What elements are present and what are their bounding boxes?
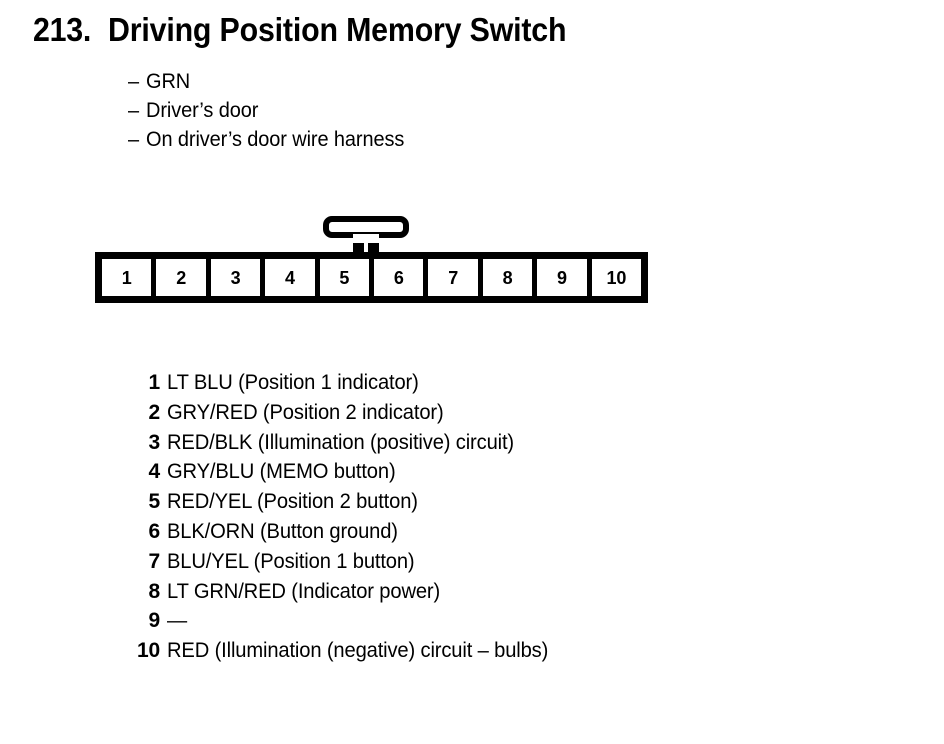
connector-pin-6: 6 <box>374 259 424 296</box>
pinout-row-number: 2 <box>148 400 161 424</box>
connector-pin-10: 10 <box>591 259 642 296</box>
pinout-row: 10 RED (Illumination (negative) circuit … <box>110 639 564 669</box>
pinout-row: 1 LT BLU (Position 1 indicator) <box>110 371 564 401</box>
latch-tab-leg-left <box>353 234 364 254</box>
list-item-label: Driver’s door <box>146 99 259 122</box>
pinout-row-number: 8 <box>148 579 161 603</box>
connector-pin-4: 4 <box>265 259 315 296</box>
pinout-row-number: 10 <box>137 639 160 663</box>
pinout-row-number: 1 <box>148 371 161 394</box>
connector-pin-9: 9 <box>537 259 587 296</box>
pinout-row-number: 6 <box>148 519 161 543</box>
pinout-row-description: LT GRN/RED (Indicator power) <box>167 579 441 603</box>
pinout-row-number: 9 <box>148 609 161 633</box>
pinout-row-number: 3 <box>148 430 161 454</box>
pinout-row-description: RED (Illumination (negative) circuit – b… <box>167 639 549 663</box>
pinout-row-description: RED/BLK (Illumination (positive) circuit… <box>167 430 514 454</box>
connector-latch-tab-icon <box>323 216 409 254</box>
list-item: –GRN <box>128 67 404 96</box>
pinout-legend: 1 LT BLU (Position 1 indicator) 2 GRY/RE… <box>110 371 564 669</box>
pinout-row: 5 RED/YEL (Position 2 button) <box>110 490 564 520</box>
pinout-row-number: 5 <box>148 490 161 514</box>
pinout-row-number: 7 <box>148 549 161 573</box>
connector-pin-7: 7 <box>428 259 478 296</box>
pinout-row: 3 RED/BLK (Illumination (positive) circu… <box>110 431 564 461</box>
list-item: –On driver’s door wire harness <box>128 125 404 154</box>
pinout-row-description: GRY/RED (Position 2 indicator) <box>167 400 444 424</box>
latch-tab-leg-right <box>368 234 379 254</box>
connector-pin-1: 1 <box>102 259 152 296</box>
pinout-row: 8 LT GRN/RED (Indicator power) <box>110 580 564 610</box>
pinout-row-description: RED/YEL (Position 2 button) <box>167 490 418 514</box>
pinout-row-number: 4 <box>148 460 161 484</box>
pinout-row-description: — <box>167 609 188 633</box>
list-item: –Driver’s door <box>128 96 404 125</box>
pinout-row: 6 BLK/ORN (Button ground) <box>110 520 564 550</box>
list-item-label: GRN <box>146 70 191 93</box>
page-title: 213. Driving Position Memory Switch <box>33 13 606 46</box>
pinout-row: 4 GRY/BLU (MEMO button) <box>110 460 564 490</box>
connector-pin-5: 5 <box>319 259 370 296</box>
pinout-row-description: BLU/YEL (Position 1 button) <box>167 549 415 573</box>
list-item-label: On driver’s door wire harness <box>146 128 405 151</box>
connector-pin-2: 2 <box>156 259 206 296</box>
entry-number: 213. <box>33 11 91 48</box>
dash-icon: – <box>128 99 140 122</box>
latch-tab-neck-gap <box>353 234 379 243</box>
entry-title: Driving Position Memory Switch <box>108 11 567 48</box>
descriptor-list: –GRN –Driver’s door –On driver’s door wi… <box>128 67 419 154</box>
connector-diagram: 1 2 3 4 5 6 7 8 9 10 <box>95 216 655 308</box>
pinout-row-description: GRY/BLU (MEMO button) <box>167 460 396 484</box>
pinout-row: 2 GRY/RED (Position 2 indicator) <box>110 401 564 431</box>
connector-pin-8: 8 <box>482 259 533 296</box>
pinout-row-description: LT BLU (Position 1 indicator) <box>167 371 419 394</box>
pinout-row-description: BLK/ORN (Button ground) <box>167 519 398 543</box>
dash-icon: – <box>128 70 140 93</box>
pinout-row: 7 BLU/YEL (Position 1 button) <box>110 550 564 580</box>
connector-pin-3: 3 <box>210 259 261 296</box>
pinout-row: 9 — <box>110 609 564 639</box>
connector-body: 1 2 3 4 5 6 7 8 9 10 <box>95 252 648 303</box>
dash-icon: – <box>128 128 140 151</box>
